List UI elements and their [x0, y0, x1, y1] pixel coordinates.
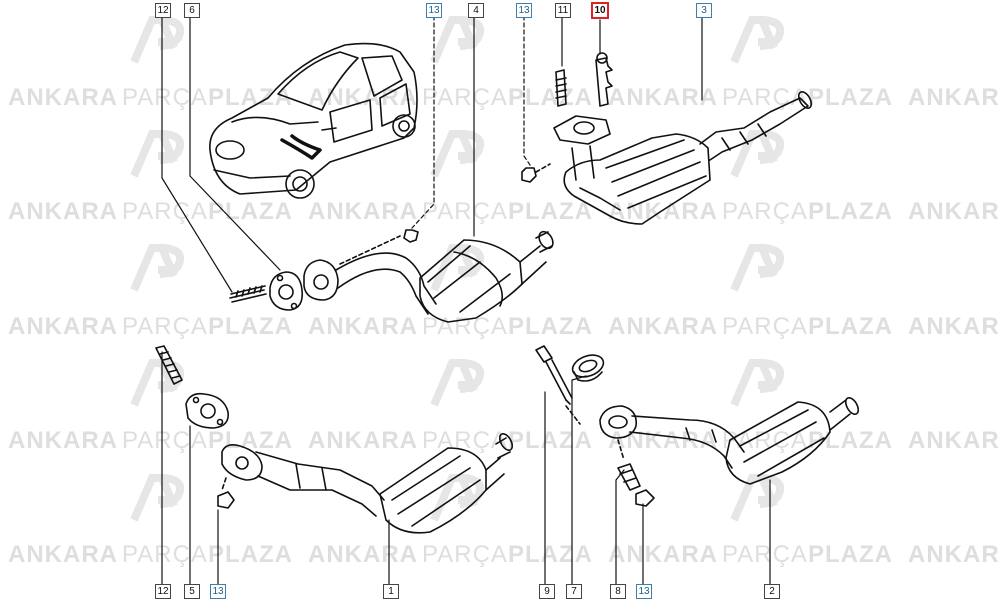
- callout-1[interactable]: 1: [383, 584, 399, 599]
- callout-7[interactable]: 7: [566, 584, 582, 599]
- callout-13[interactable]: 13: [426, 3, 442, 18]
- callout-12[interactable]: 12: [155, 584, 171, 599]
- catalyst-4: [303, 229, 554, 323]
- callout-3[interactable]: 3: [696, 3, 712, 18]
- callout-4[interactable]: 4: [468, 3, 484, 18]
- gasket-5: [185, 392, 230, 429]
- callout-8[interactable]: 8: [610, 584, 626, 599]
- stud-12-lower: [155, 345, 183, 385]
- callout-13[interactable]: 13: [210, 584, 226, 599]
- callout-2[interactable]: 2: [764, 584, 780, 599]
- callout-9[interactable]: 9: [539, 584, 555, 599]
- callout-6[interactable]: 6: [184, 3, 200, 18]
- leader-lines: [161, 15, 771, 586]
- stud-12: [229, 285, 267, 303]
- callout-12[interactable]: 12: [155, 3, 171, 18]
- car-illustration: [209, 42, 418, 199]
- callout-10-selected[interactable]: 10: [591, 2, 609, 19]
- seal-ring-7: [571, 354, 605, 382]
- callout-11[interactable]: 11: [555, 3, 571, 18]
- callout-5[interactable]: 5: [184, 584, 200, 599]
- catalyst-3: [521, 52, 813, 225]
- catalyst-1: [217, 433, 514, 534]
- bolt-9: [535, 345, 581, 425]
- callout-13[interactable]: 13: [636, 584, 652, 599]
- callout-13[interactable]: 13: [516, 3, 532, 18]
- catalyst-2: [599, 397, 860, 507]
- gasket-6: [269, 271, 304, 311]
